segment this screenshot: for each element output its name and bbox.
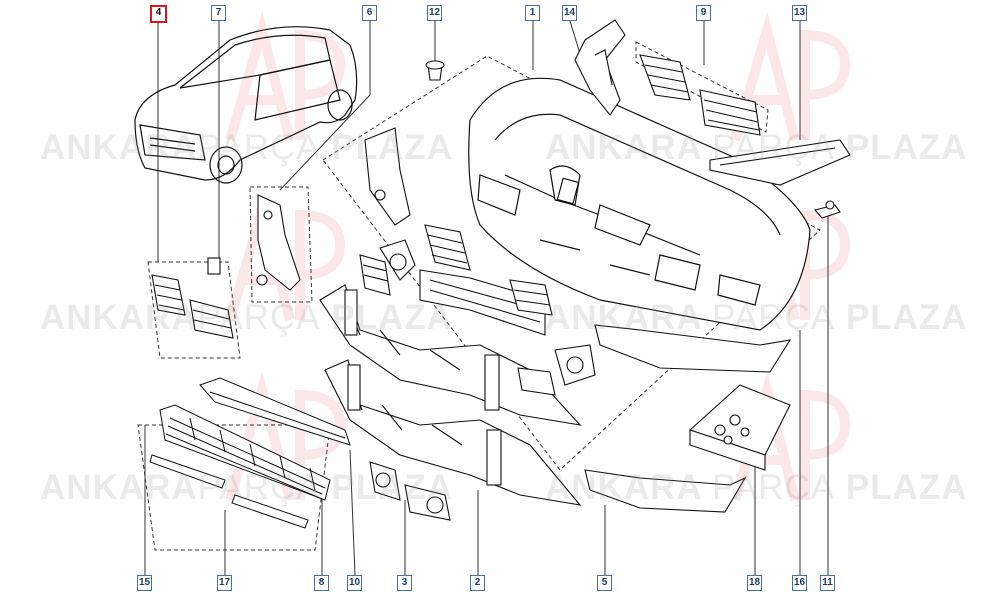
callout-17[interactable]: 17: [217, 575, 232, 591]
grille-frame: [199, 377, 351, 446]
front-bumper: [468, 77, 811, 331]
push-clip: [425, 60, 445, 81]
callout-8[interactable]: 8: [314, 575, 329, 591]
callout-6[interactable]: 6: [362, 5, 377, 21]
lower-spoilers: [584, 324, 792, 513]
callout-12[interactable]: 12: [427, 5, 442, 21]
upper-strip: [709, 139, 851, 186]
absorber-upper: [319, 284, 582, 426]
clip-fastener: [813, 200, 841, 219]
fastener-kit-box: [688, 384, 791, 471]
callout-1[interactable]: 1: [525, 5, 540, 21]
side-grilles: [151, 274, 234, 339]
callout-10[interactable]: 10: [347, 575, 362, 591]
callout-14[interactable]: 14: [562, 5, 577, 21]
fog-grilles-upper: [639, 54, 761, 136]
callout-15[interactable]: 15: [137, 575, 152, 591]
fog-trims: [369, 269, 596, 521]
chrome-strips: [149, 454, 309, 529]
callout-11[interactable]: 11: [820, 575, 835, 591]
left-grille-set: [359, 127, 471, 296]
callout-16[interactable]: 16: [792, 575, 807, 591]
callout-5[interactable]: 5: [597, 575, 612, 591]
callout-7[interactable]: 7: [211, 5, 226, 21]
front-grille-mesh: [159, 404, 331, 501]
callout-18[interactable]: 18: [747, 575, 762, 591]
callout-4[interactable]: 4: [150, 5, 167, 23]
absorber-lower: [324, 359, 582, 506]
callout-3[interactable]: 3: [397, 575, 412, 591]
callout-2[interactable]: 2: [470, 575, 485, 591]
callout-9[interactable]: 9: [696, 5, 711, 21]
small-clip: [207, 257, 221, 275]
callout-13[interactable]: 13: [792, 5, 807, 21]
bracket-left: [574, 19, 626, 116]
car-illustration: [134, 26, 358, 184]
side-bracket: [256, 194, 301, 291]
